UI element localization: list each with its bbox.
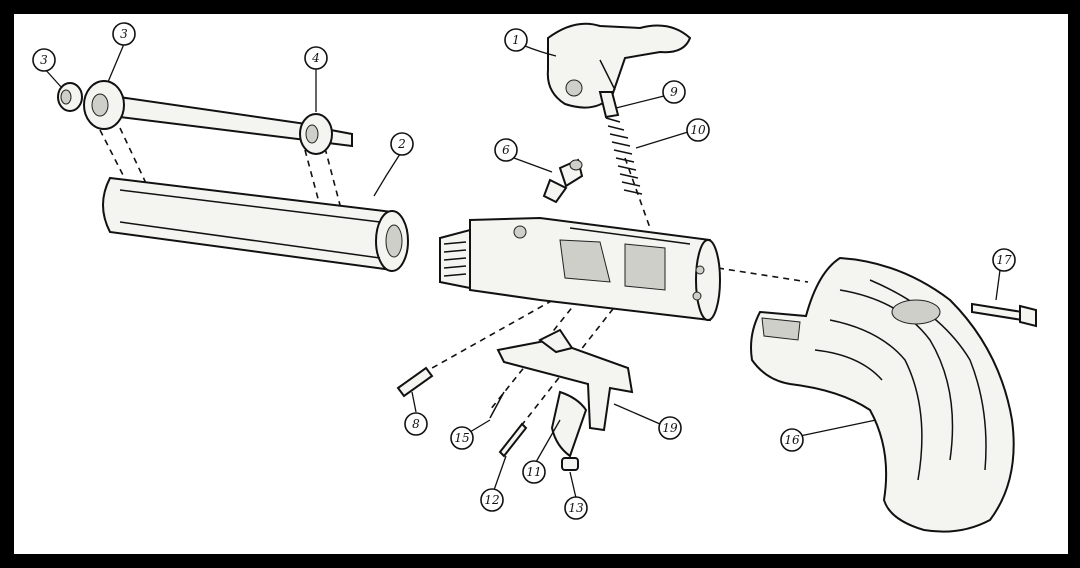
part-barrel-pin — [83, 80, 353, 155]
callout-nut-13: 13 — [564, 496, 588, 520]
part-trigger-guard — [496, 328, 634, 432]
callout-label: 1 — [512, 33, 520, 47]
callout-label: 16 — [784, 433, 800, 447]
callout-label: 11 — [526, 465, 541, 479]
callout-screw-6: 6 — [494, 138, 518, 162]
callout-label: 15 — [454, 431, 469, 445]
callout-label: 8 — [412, 417, 420, 431]
callout-barrel: 2 — [390, 132, 414, 156]
callout-label: 12 — [484, 493, 499, 507]
leader-lines — [43, 43, 1001, 499]
callout-label: 10 — [690, 123, 706, 137]
callout-label: 3 — [120, 27, 128, 41]
callout-plunger: 9 — [662, 80, 686, 104]
callout-pin-8: 8 — [404, 412, 428, 436]
part-grip — [750, 256, 1015, 533]
callout-label: 13 — [568, 501, 584, 515]
part-hammer — [546, 22, 692, 109]
callout-pin-15: 15 — [450, 426, 474, 450]
callout-grip-screw: 17 — [992, 248, 1016, 272]
callout-trigger: 11 — [522, 460, 546, 484]
callout-label: 2 — [397, 137, 406, 151]
part-cap-nut — [57, 82, 83, 112]
callout-label: 6 — [502, 143, 510, 157]
part-screw — [542, 158, 584, 204]
part-hammer-spring — [598, 91, 643, 195]
part-frame — [439, 216, 721, 322]
callout-grip: 16 — [780, 428, 804, 452]
callout-trigger-guard: 19 — [658, 416, 682, 440]
callout-label: 9 — [670, 85, 678, 99]
callout-pin-12: 12 — [480, 488, 504, 512]
part-barrel — [102, 176, 409, 272]
callout-label: 19 — [662, 421, 678, 435]
part-pin-8 — [396, 366, 434, 398]
callout-label: 4 — [311, 51, 320, 65]
callout-label: 17 — [996, 253, 1012, 267]
callout-pin-collar: 3 — [112, 22, 136, 46]
part-nut-13 — [561, 457, 579, 471]
part-grip-screw — [971, 302, 1037, 328]
callout-hammer: 1 — [504, 28, 528, 52]
callout-spring: 10 — [686, 118, 710, 142]
callout-cap-nut: 3 — [32, 48, 56, 72]
callout-label: 3 — [40, 53, 48, 67]
callout-rear-collar: 4 — [304, 46, 328, 70]
part-pin-15 — [489, 391, 505, 419]
part-trigger — [550, 390, 588, 458]
part-pin-12 — [498, 422, 528, 458]
